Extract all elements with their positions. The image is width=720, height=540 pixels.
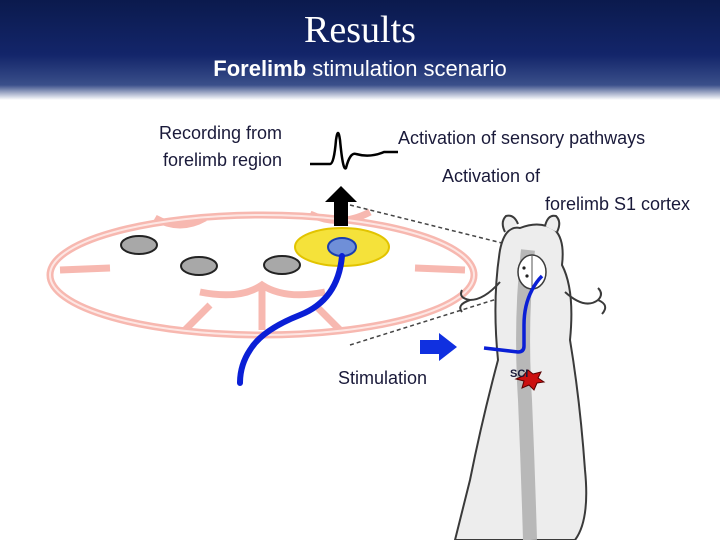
cortex-outline [46, 208, 478, 339]
slide-title: Results [304, 9, 416, 51]
electrode-site-2 [180, 256, 218, 276]
electrode-site-1 [120, 235, 158, 255]
recording-label: Recording from forelimb region [62, 120, 282, 174]
s1-activation-line1: Activation of [441, 166, 540, 186]
recording-cable [237, 253, 345, 386]
slide-subtitle: Forelimb stimulation scenario [0, 56, 720, 82]
stimulation-label: Stimulation [338, 368, 428, 388]
recording-label-line1: Recording from [158, 123, 282, 143]
upward-arrow-icon [325, 186, 357, 226]
s1-activation-label: Activation of forelimb S1 cortex [300, 162, 690, 218]
s1-activation-line2: forelimb S1 cortex [544, 194, 690, 214]
sensory-pathway-label: Activation of sensory pathways [398, 128, 646, 148]
projection-line-lower [349, 297, 501, 346]
subtitle-emphasis: Forelimb [213, 56, 307, 81]
waveform-icon [310, 131, 398, 170]
recording-label-line2: forelimb region [162, 150, 282, 170]
slide-header: Results Forelimb stimulation scenario [0, 0, 720, 100]
stimulation-wire [483, 274, 544, 354]
subtitle-rest: stimulation scenario [306, 56, 507, 81]
electrode-site-3 [263, 255, 301, 275]
lesion-star-icon [514, 369, 546, 391]
sci-label: SCI [510, 368, 528, 380]
right-arrow-icon [420, 333, 457, 361]
